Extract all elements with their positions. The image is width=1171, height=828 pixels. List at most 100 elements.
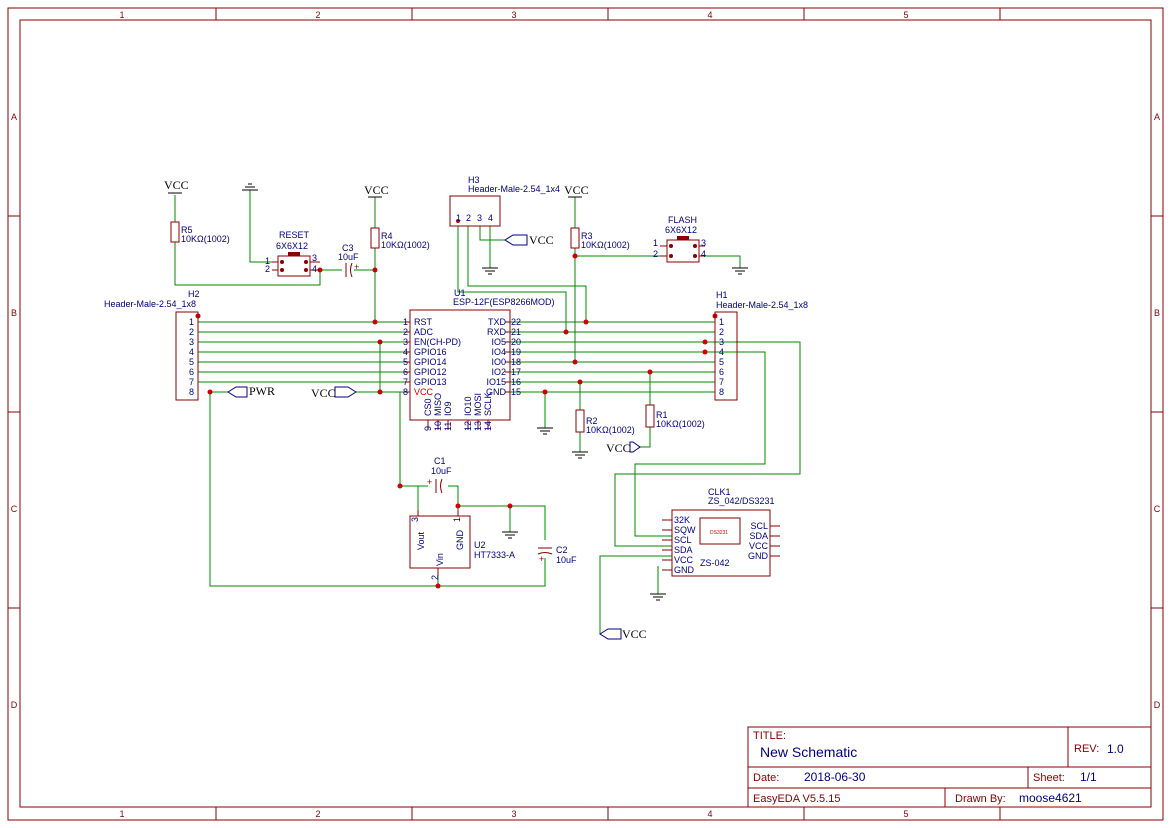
flash-pin: 3: [701, 238, 706, 248]
r2-value: 10KΩ(1002): [586, 425, 635, 435]
resistor-r4: R4 10KΩ(1002): [370, 227, 430, 250]
u1-pin-name: IO0: [491, 357, 506, 367]
clk1-pin-name: GND: [674, 565, 695, 575]
gnd-symbol-clk1: [650, 593, 666, 601]
resistor-r5: R5 10KΩ(1002): [170, 221, 230, 244]
c3-value: 10uF: [338, 252, 359, 262]
flash-pin: 2: [653, 249, 658, 259]
h3-pin: 2: [466, 213, 471, 223]
clk1-ref: CLK1: [708, 487, 731, 497]
row-label-right: D: [1154, 700, 1161, 710]
capacitor-c2: + C2 10uF: [537, 545, 577, 565]
h2-pin-number: 3: [189, 337, 194, 347]
clk1-pin-name: SQW: [674, 525, 696, 535]
tb-tool: EasyEDA V5.5.15: [753, 793, 840, 805]
gnd-symbol-reset: [242, 183, 258, 191]
row-label-right: B: [1154, 308, 1160, 318]
vcc-symbol-r5: VCC: [164, 178, 189, 194]
clk1-pin-name: SCL: [674, 535, 692, 545]
tb-title-label: TITLE:: [753, 730, 786, 742]
u1-pin-name: GND: [486, 387, 507, 397]
switch-flash: FLASH 6X6X12 1 2 3 4: [653, 215, 706, 263]
clk1-value: ZS_042/DS3231: [708, 496, 775, 506]
wires: [174, 190, 801, 634]
clk1-pin-name: 32K: [674, 515, 690, 525]
tb-title: New Schematic: [760, 744, 857, 760]
row-label-right: A: [1154, 112, 1160, 122]
clk1-footer: ZS-042: [700, 558, 730, 568]
r4-value: 10KΩ(1002): [381, 240, 430, 250]
u1-value: ESP-12F(ESP8266MOD): [453, 297, 555, 307]
u1-pin-number: 13: [473, 421, 483, 431]
col-label-top: 2: [315, 10, 320, 20]
u2-pin-num: 1: [452, 517, 462, 522]
vcc-label: VCC: [164, 178, 189, 192]
gnd-symbol-flash: [732, 267, 748, 275]
r3-value: 10KΩ(1002): [581, 240, 630, 250]
h1-pin-number: 3: [719, 337, 724, 347]
u1-pin-name: VCC: [414, 387, 434, 397]
u1-pin-name: RST: [414, 317, 433, 327]
u1-pin-number: 10: [433, 421, 443, 431]
vcc-flag-h3: VCC: [504, 233, 554, 247]
reset-pin: 3: [312, 253, 317, 263]
tb-date: 2018-06-30: [804, 770, 866, 784]
u2-ref: U2: [474, 540, 486, 550]
reset-value: 6X6X12: [276, 241, 308, 251]
u1-pin-number: 9: [423, 426, 433, 431]
tb-sheet-label: Sheet:: [1033, 772, 1065, 784]
regulator-u2: Vout GND Vin 3 1 2 U2 HT7333-A: [409, 510, 515, 580]
tb-drawn-by: moose4621: [1019, 791, 1082, 805]
h1-value: Header-Male-2.54_1x8: [716, 300, 808, 310]
r1-value: 10KΩ(1002): [656, 419, 705, 429]
clk1-pin-name: VCC: [749, 541, 769, 551]
flash-pin: 4: [701, 249, 706, 259]
u1-pin-number: 3: [403, 337, 408, 347]
h1-ref: H1: [716, 290, 728, 300]
col-label-bottom: 2: [315, 809, 320, 819]
reset-name: RESET: [279, 230, 310, 240]
u1-pin-number: 11: [443, 422, 453, 431]
row-label-left: C: [11, 504, 18, 514]
u1-pin-number: 6: [403, 367, 408, 377]
u1-pin-name: GPIO14: [414, 357, 447, 367]
h1-pin-number: 5: [719, 357, 724, 367]
h1-pin-number: 4: [719, 347, 724, 357]
vcc-flag-r1: VCC: [606, 441, 641, 455]
u1-pin-number: 19: [511, 347, 521, 357]
gnd-symbol-h3: [482, 267, 498, 275]
u1-ref: U1: [454, 288, 466, 298]
u1-pin-number: 8: [403, 387, 408, 397]
c1-polarity: +: [427, 477, 432, 487]
vcc-label: VCC: [606, 441, 631, 455]
u1-pin-name: EN(CH-PD): [414, 337, 461, 347]
h2-pin-number: 5: [189, 357, 194, 367]
flash-value: 6X6X12: [665, 225, 697, 235]
clk1-pin-name: GND: [748, 551, 769, 561]
gnd-symbol-u1: [537, 427, 553, 435]
vcc-symbol-r3: VCC: [564, 183, 589, 198]
tb-drawn-label: Drawn By:: [955, 793, 1006, 805]
u1-pin-name: GPIO16: [414, 347, 447, 357]
u1-pin-name: CS0: [423, 398, 433, 416]
resistor-r3: R3 10KΩ(1002): [570, 227, 630, 250]
u1-pin-number: 16: [511, 377, 521, 387]
flash-pin: 1: [653, 238, 658, 248]
h2-pin-number: 2: [189, 327, 194, 337]
c3-polarity: +: [354, 262, 359, 272]
module-clk1: CLK1 ZS_042/DS3231 DS3231 ZS-042 32KSQWS…: [662, 487, 780, 577]
r1-ref: R1: [656, 410, 668, 420]
u2-value: HT7333-A: [474, 550, 515, 560]
u1-pin-name: MOSI: [473, 393, 483, 416]
col-label-bottom: 5: [903, 809, 908, 819]
u1-pin-number: 15: [511, 387, 521, 397]
switch-reset: RESET 6X6X12 1 2 3 4: [265, 230, 320, 277]
r5-ref: R5: [181, 225, 193, 235]
tb-rev: 1.0: [1107, 742, 1124, 756]
u1-pin-number: 22: [511, 317, 521, 327]
gnd-symbol-u2: [502, 531, 518, 539]
clk1-pin-name: SDA: [674, 545, 693, 555]
h2-value: Header-Male-2.54_1x8: [104, 299, 196, 309]
